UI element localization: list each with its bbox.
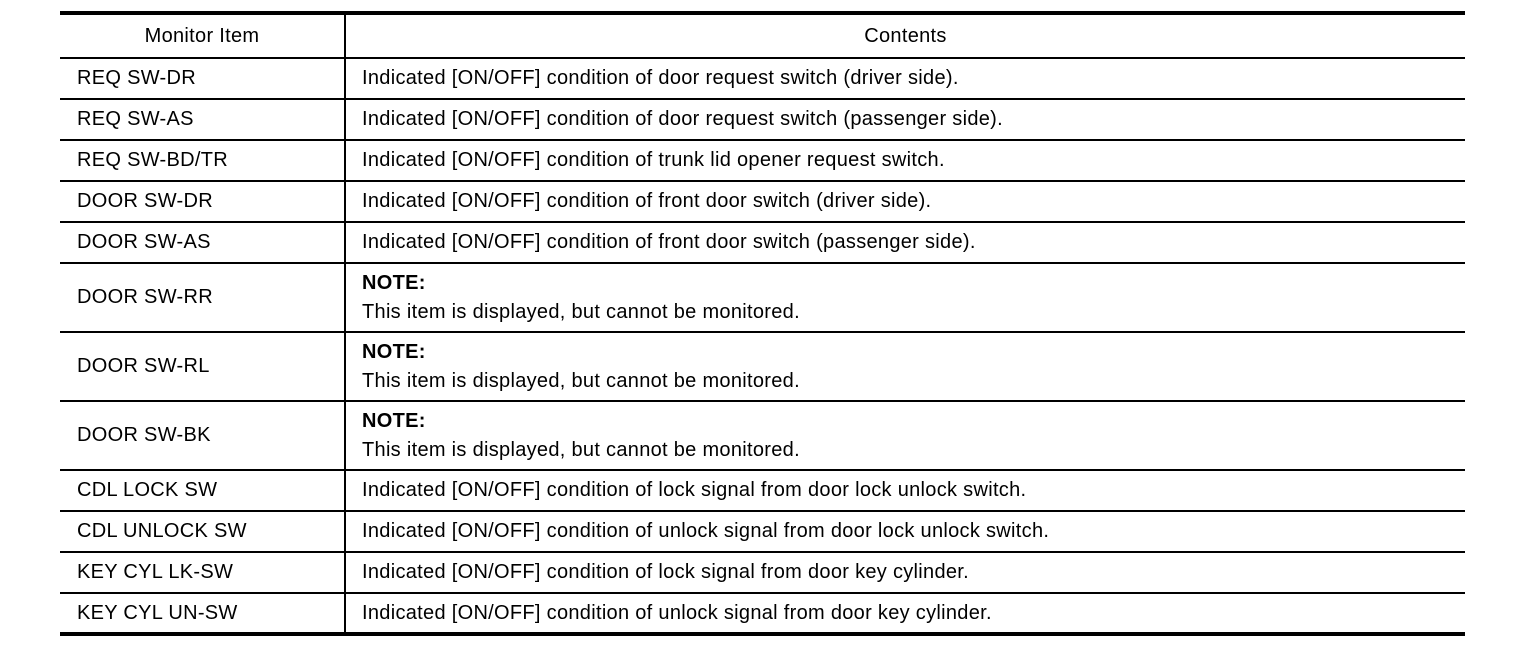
contents-text: This item is displayed, but cannot be mo… — [362, 438, 800, 461]
table-row: DOOR SW-DR Indicated [ON/OFF] condition … — [60, 181, 1465, 223]
table-row: KEY CYL UN-SW Indicated [ON/OFF] conditi… — [60, 593, 1465, 635]
table-row: KEY CYL LK-SW Indicated [ON/OFF] conditi… — [60, 552, 1465, 594]
monitor-item-cell: DOOR SW-BK — [60, 401, 346, 471]
contents-cell: Indicated [ON/OFF] condition of lock sig… — [345, 470, 1465, 512]
header-monitor-item: Monitor Item — [60, 13, 346, 59]
table-row: REQ SW-AS Indicated [ON/OFF] condition o… — [60, 99, 1465, 141]
contents-cell: Indicated [ON/OFF] condition of door req… — [345, 99, 1465, 141]
contents-cell: Indicated [ON/OFF] condition of unlock s… — [345, 593, 1465, 635]
table-row: REQ SW-BD/TR Indicated [ON/OFF] conditio… — [60, 140, 1465, 182]
monitor-item-cell: REQ SW-BD/TR — [60, 140, 346, 182]
monitor-item-cell: CDL LOCK SW — [60, 470, 346, 512]
table-row: DOOR SW-RR NOTE: This item is displayed,… — [60, 263, 1465, 333]
contents-cell: Indicated [ON/OFF] condition of trunk li… — [345, 140, 1465, 182]
contents-cell: NOTE: This item is displayed, but cannot… — [345, 401, 1465, 471]
table-row: CDL LOCK SW Indicated [ON/OFF] condition… — [60, 470, 1465, 512]
monitor-item-cell: REQ SW-DR — [60, 58, 346, 100]
note-label: NOTE: — [362, 271, 426, 294]
table-row: REQ SW-DR Indicated [ON/OFF] condition o… — [60, 58, 1465, 100]
note-label: NOTE: — [362, 340, 426, 363]
monitor-item-cell: CDL UNLOCK SW — [60, 511, 346, 553]
monitor-item-cell: DOOR SW-DR — [60, 181, 346, 223]
contents-cell: Indicated [ON/OFF] condition of front do… — [345, 222, 1465, 264]
table-row: DOOR SW-BK NOTE: This item is displayed,… — [60, 401, 1465, 471]
contents-text: This item is displayed, but cannot be mo… — [362, 300, 800, 323]
monitor-item-cell: KEY CYL UN-SW — [60, 593, 346, 635]
contents-cell: Indicated [ON/OFF] condition of unlock s… — [345, 511, 1465, 553]
note-label: NOTE: — [362, 409, 426, 432]
monitor-item-cell: DOOR SW-RR — [60, 263, 346, 333]
table-row: DOOR SW-RL NOTE: This item is displayed,… — [60, 332, 1465, 402]
monitor-item-table-container: Monitor Item Contents REQ SW-DR Indicate… — [60, 11, 1465, 636]
contents-text: This item is displayed, but cannot be mo… — [362, 369, 800, 392]
contents-cell: NOTE: This item is displayed, but cannot… — [345, 263, 1465, 333]
contents-cell: Indicated [ON/OFF] condition of front do… — [345, 181, 1465, 223]
table-header-row: Monitor Item Contents — [60, 13, 1465, 59]
monitor-item-cell: REQ SW-AS — [60, 99, 346, 141]
monitor-item-cell: KEY CYL LK-SW — [60, 552, 346, 594]
monitor-item-table: Monitor Item Contents REQ SW-DR Indicate… — [60, 11, 1465, 636]
contents-cell: Indicated [ON/OFF] condition of door req… — [345, 58, 1465, 100]
monitor-item-cell: DOOR SW-RL — [60, 332, 346, 402]
contents-cell: Indicated [ON/OFF] condition of lock sig… — [345, 552, 1465, 594]
contents-cell: NOTE: This item is displayed, but cannot… — [345, 332, 1465, 402]
table-row: CDL UNLOCK SW Indicated [ON/OFF] conditi… — [60, 511, 1465, 553]
monitor-item-cell: DOOR SW-AS — [60, 222, 346, 264]
table-row: DOOR SW-AS Indicated [ON/OFF] condition … — [60, 222, 1465, 264]
header-contents: Contents — [345, 13, 1465, 59]
